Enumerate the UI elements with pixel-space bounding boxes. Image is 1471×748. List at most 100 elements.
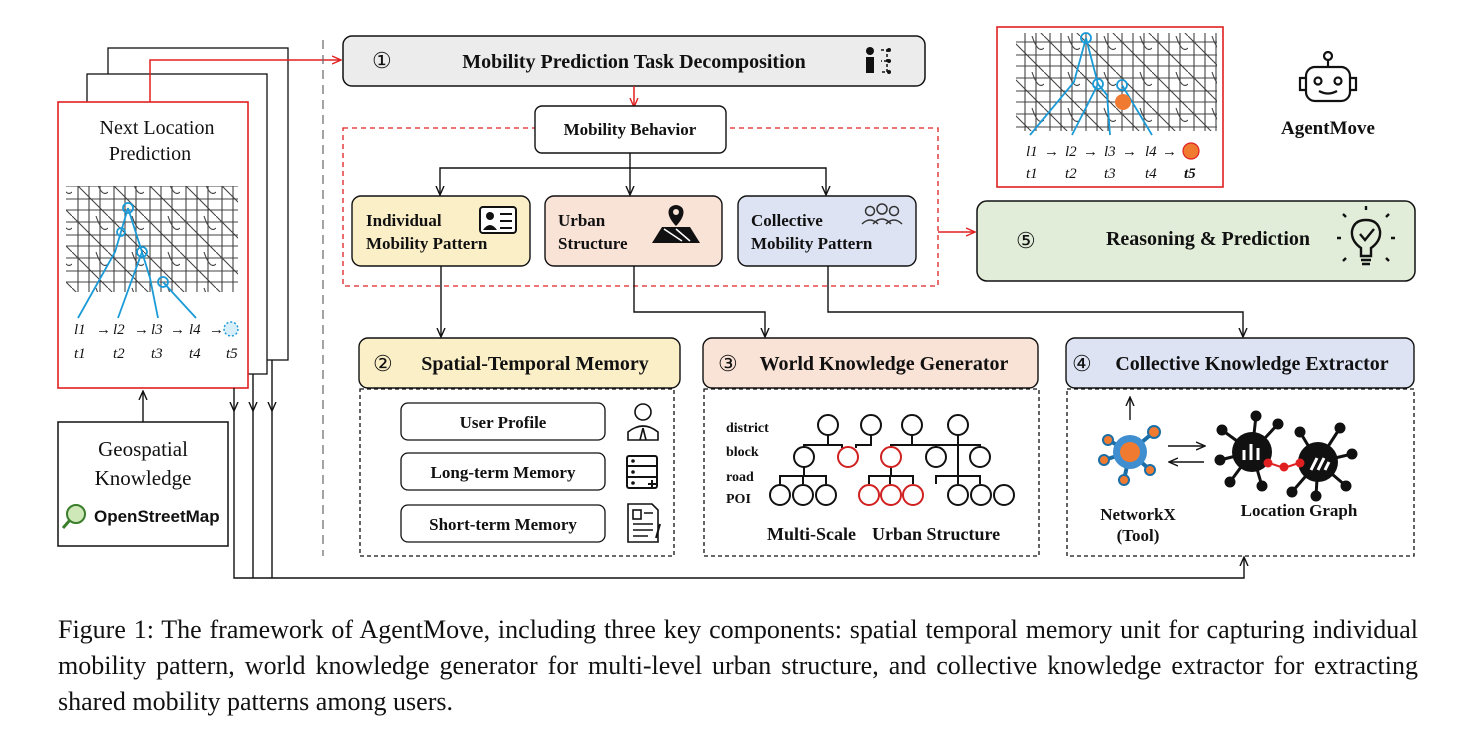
location-graph-icon xyxy=(1214,410,1358,502)
traj-t1: t1 xyxy=(74,346,86,362)
out-t4: t4 xyxy=(1145,166,1157,182)
user-profile-item xyxy=(400,402,606,441)
lightbulb-icon xyxy=(1337,206,1395,266)
traj-t5: t5 xyxy=(226,346,238,362)
traj-l2: l2 xyxy=(113,322,125,338)
map-point-4 xyxy=(116,227,126,237)
level-road: road xyxy=(726,470,754,485)
networkx-label: NetworkX xyxy=(1100,505,1176,524)
networkx-icon xyxy=(1098,425,1161,486)
level-district: district xyxy=(726,421,769,436)
user-profile-icon xyxy=(627,403,659,441)
out-t2: t2 xyxy=(1065,166,1077,182)
collective-line1: Collective xyxy=(751,211,823,230)
osm-label: OpenStreetMap xyxy=(94,507,220,526)
out-t1: t1 xyxy=(1026,166,1038,182)
map-point-3 xyxy=(157,276,169,288)
traj-l3: l3 xyxy=(151,322,163,338)
short-term-memory-label: Short-term Memory xyxy=(429,515,577,534)
step4-label: Collective Knowledge Extractor xyxy=(1115,353,1388,375)
step1-label: Mobility Prediction Task Decomposition xyxy=(462,51,806,73)
figure-caption: Figure 1: The framework of AgentMove, in… xyxy=(58,615,1418,716)
traj-t4: t4 xyxy=(189,346,201,362)
traj-l1: l1 xyxy=(74,322,86,338)
traj-t2: t2 xyxy=(113,346,125,362)
panel-bottom-connectors xyxy=(234,360,1244,579)
urban-structure-box: Urban Structure xyxy=(544,195,723,267)
collective-pattern-box: Collective Mobility Pattern xyxy=(737,195,917,267)
mobility-behavior-box: Mobility Behavior xyxy=(534,105,727,154)
traj-l4: l4 xyxy=(189,322,201,338)
traj-arrow: → xyxy=(170,322,185,338)
geo-line1: Geospatial xyxy=(98,437,188,461)
panel-title-line1: Next Location xyxy=(100,117,215,139)
individual-line1: Individual xyxy=(366,211,442,230)
database-icon xyxy=(626,455,658,489)
step1-task-decomposition: ① Mobility Prediction Task Decomposition xyxy=(342,35,926,87)
collective-line2: Mobility Pattern xyxy=(751,234,873,253)
map-point-1 xyxy=(122,202,134,214)
networkx-tool-label: (Tool) xyxy=(1117,526,1160,545)
step3-label: World Knowledge Generator xyxy=(760,353,1009,375)
short-term-memory-item xyxy=(400,504,606,543)
step5-label: Reasoning & Prediction xyxy=(1106,228,1310,250)
step2-label: Spatial-Temporal Memory xyxy=(421,353,649,375)
output-trajectory-lines xyxy=(1029,32,1153,136)
unknown-location-icon xyxy=(223,321,239,337)
level-block: block xyxy=(726,445,759,460)
step3-number: ③ xyxy=(718,351,738,376)
panel-title-line2: Prediction xyxy=(109,143,191,165)
id-card-icon xyxy=(479,206,517,234)
traj-arrow: → xyxy=(209,322,224,338)
step2-spatial-temporal-memory: ② Spatial-Temporal Memory User Profile L… xyxy=(358,337,681,557)
level-poi: POI xyxy=(726,492,751,507)
agentmove-label: AgentMove xyxy=(1281,118,1375,139)
predicted-location-dot xyxy=(1182,142,1200,160)
step5-number: ⑤ xyxy=(1016,228,1036,253)
out-l4: l4 xyxy=(1145,144,1157,160)
out-t3: t3 xyxy=(1104,166,1116,182)
out-l3: l3 xyxy=(1104,144,1116,160)
urban-line2: Structure xyxy=(558,234,628,253)
input-panel-stack: Next Location Prediction l1 → l2 → l3 → … xyxy=(57,47,289,389)
step4-collective-knowledge-extractor: ④ Collective Knowledge Extractor Network… xyxy=(1065,337,1415,557)
long-term-memory-label: Long-term Memory xyxy=(431,463,576,482)
out-t5: t5 xyxy=(1184,166,1196,182)
step2-number: ② xyxy=(373,351,393,376)
framework-diagram: Next Location Prediction l1 → l2 → l3 → … xyxy=(57,26,1416,579)
agentmove-logo: AgentMove xyxy=(1281,50,1375,139)
step3-world-knowledge-generator: ③ World Knowledge Generator district blo… xyxy=(702,337,1040,557)
long-term-memory-item xyxy=(400,452,606,491)
exchange-arrows xyxy=(1168,446,1204,462)
city-map-image xyxy=(66,186,238,292)
step4-number: ④ xyxy=(1072,351,1092,376)
geospatial-knowledge-box: Geospatial Knowledge OpenStreetMap xyxy=(57,421,229,547)
behavior-branches xyxy=(440,153,826,194)
out-arrow: → xyxy=(1122,144,1137,160)
location-graph-label: Location Graph xyxy=(1241,501,1358,520)
out-arrow: → xyxy=(1083,144,1098,160)
out-l2: l2 xyxy=(1065,144,1077,160)
multi-scale-label: Multi-Scale xyxy=(767,524,856,544)
hierarchy-icon xyxy=(866,47,891,74)
step1-number: ① xyxy=(372,48,392,73)
traj-t3: t3 xyxy=(151,346,163,362)
urban-hierarchy-tree xyxy=(769,414,1015,506)
geo-line2: Knowledge xyxy=(95,466,192,490)
urban-line1: Urban xyxy=(558,211,606,230)
out-l1: l1 xyxy=(1026,144,1038,160)
pattern-to-module-arrows xyxy=(441,266,1243,336)
traj-arrow: → xyxy=(134,322,149,338)
traj-arrow: → xyxy=(96,322,111,338)
trajectory-lines xyxy=(77,202,197,319)
urban-structure-caption: Urban Structure xyxy=(872,524,1000,544)
osm-logo-icon xyxy=(61,504,86,529)
out-arrow: → xyxy=(1044,144,1059,160)
individual-pattern-box: Individual Mobility Pattern xyxy=(351,195,531,267)
behavior-label: Mobility Behavior xyxy=(564,120,697,139)
step5-reasoning-prediction: ⑤ Reasoning & Prediction xyxy=(976,200,1416,282)
out-arrow: → xyxy=(1162,144,1177,160)
prediction-output-panel: l1 → l2 → l3 → l4 → t1 t2 t3 t4 t5 xyxy=(996,26,1224,188)
group-users-icon xyxy=(861,203,903,225)
robot-icon xyxy=(1298,50,1358,103)
